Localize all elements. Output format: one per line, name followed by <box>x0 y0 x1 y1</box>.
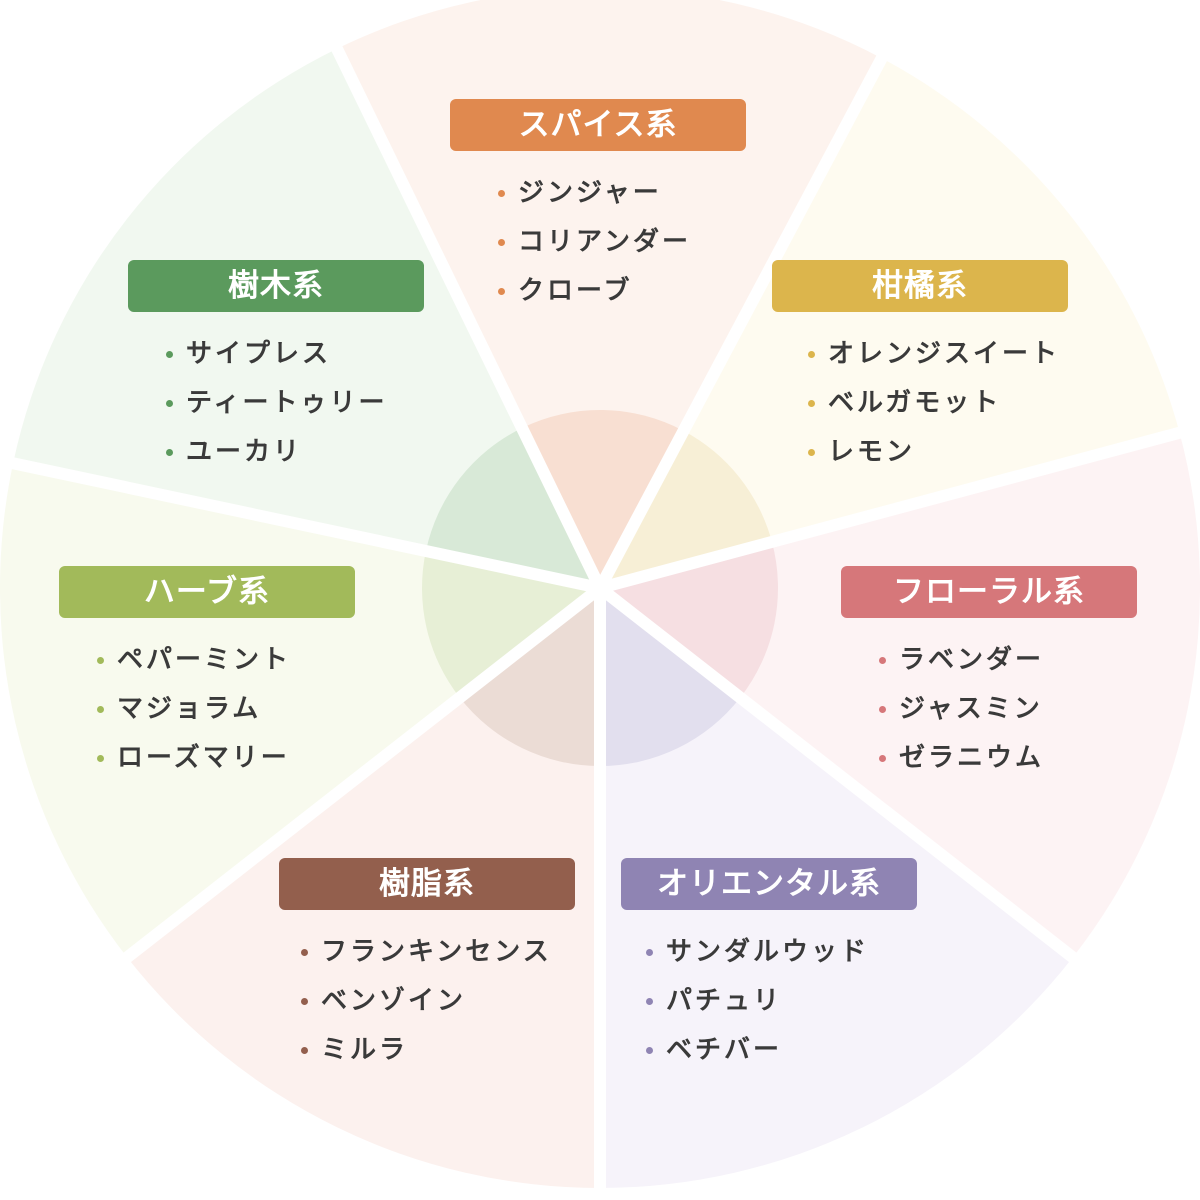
list-item: ベルガモット <box>808 379 1072 428</box>
list-item: ティートゥリー <box>166 379 428 428</box>
category-oriental: オリエンタル系 サンダルウッド パチュリ ベチバー <box>621 858 921 1075</box>
bullet-icon <box>498 190 505 197</box>
divider-line <box>596 583 1093 975</box>
category-label-oriental: オリエンタル系 <box>621 858 917 910</box>
bullet-icon <box>97 755 104 762</box>
list-item: オレンジスイート <box>808 330 1072 379</box>
bullet-icon <box>879 755 886 762</box>
category-floral: フローラル系 ラベンダー ジャスミン ゼラニウム <box>841 566 1141 783</box>
item-list-citrus: オレンジスイート ベルガモット レモン <box>808 330 1072 477</box>
category-wood: 樹木系 サイプレス ティートゥリー ユーカリ <box>128 260 428 477</box>
bullet-icon <box>808 400 815 407</box>
category-label-resin: 樹脂系 <box>279 858 575 910</box>
list-item: ゼラニウム <box>879 734 1141 783</box>
category-label-herb: ハーブ系 <box>59 566 355 618</box>
bullet-icon <box>166 351 173 358</box>
item-list-wood: サイプレス ティートゥリー ユーカリ <box>166 330 428 477</box>
category-resin: 樹脂系 フランキンセンス ベンゾイン ミルラ <box>279 858 579 1075</box>
bullet-icon <box>646 1047 653 1054</box>
bullet-icon <box>808 351 815 358</box>
center-sector-herb <box>421 550 600 698</box>
divider-line <box>107 583 604 975</box>
sector-wood <box>13 48 601 589</box>
bullet-icon <box>301 949 308 956</box>
bullet-icon <box>879 657 886 664</box>
divider-line <box>598 421 1200 594</box>
center-sector-spice <box>521 409 684 588</box>
divider-line <box>0 454 602 594</box>
category-label-wood: 樹木系 <box>128 260 424 312</box>
item-list-oriental: サンダルウッド パチュリ ベチバー <box>646 928 921 1075</box>
list-item: パチュリ <box>646 977 921 1026</box>
list-item: フランキンセンス <box>301 928 579 977</box>
list-item: ベチバー <box>646 1026 921 1075</box>
bullet-icon <box>498 288 505 295</box>
category-label-spice: スパイス系 <box>450 99 746 151</box>
bullet-icon <box>166 400 173 407</box>
center-sector-resin <box>459 588 600 766</box>
divider-line <box>322 28 606 591</box>
bullet-icon <box>301 998 308 1005</box>
bullet-icon <box>498 239 505 246</box>
bullet-icon <box>97 706 104 713</box>
divider-line <box>594 37 897 591</box>
list-item: ペパーミント <box>97 636 359 685</box>
category-label-citrus: 柑橘系 <box>772 260 1068 312</box>
list-item: クローブ <box>498 267 750 316</box>
list-item: レモン <box>808 428 1072 477</box>
category-herb: ハーブ系 ペパーミント マジョラム ローズマリー <box>59 566 359 783</box>
list-item: サイプレス <box>166 330 428 379</box>
bullet-icon <box>646 998 653 1005</box>
list-item: ジャスミン <box>879 685 1141 734</box>
list-item: ジンジャー <box>498 169 750 218</box>
list-item: ミルラ <box>301 1026 579 1075</box>
category-label-floral: フローラル系 <box>841 566 1137 618</box>
category-citrus: 柑橘系 オレンジスイート ベルガモット レモン <box>772 260 1072 477</box>
item-list-spice: ジンジャー コリアンダー クローブ <box>498 169 750 316</box>
item-list-herb: ペパーミント マジョラム ローズマリー <box>97 636 359 783</box>
list-item: ユーカリ <box>166 428 428 477</box>
list-item: ラベンダー <box>879 636 1141 685</box>
list-item: コリアンダー <box>498 218 750 267</box>
sector-citrus <box>600 58 1180 589</box>
list-item: マジョラム <box>97 685 359 734</box>
bullet-icon <box>301 1047 308 1054</box>
category-spice: スパイス系 ジンジャー コリアンダー クローブ <box>450 99 750 316</box>
bullet-icon <box>646 949 653 956</box>
bullet-icon <box>808 449 815 456</box>
list-item: ローズマリー <box>97 734 359 783</box>
list-item: サンダルウッド <box>646 928 921 977</box>
item-list-resin: フランキンセンス ベンゾイン ミルラ <box>301 928 579 1075</box>
list-item: ベンゾイン <box>301 977 579 1026</box>
bullet-icon <box>97 657 104 664</box>
item-list-floral: ラベンダー ジャスミン ゼラニウム <box>879 636 1141 783</box>
bullet-icon <box>166 449 173 456</box>
center-sector-wood <box>425 428 600 588</box>
bullet-icon <box>879 706 886 713</box>
center-sector-oriental <box>600 588 741 766</box>
